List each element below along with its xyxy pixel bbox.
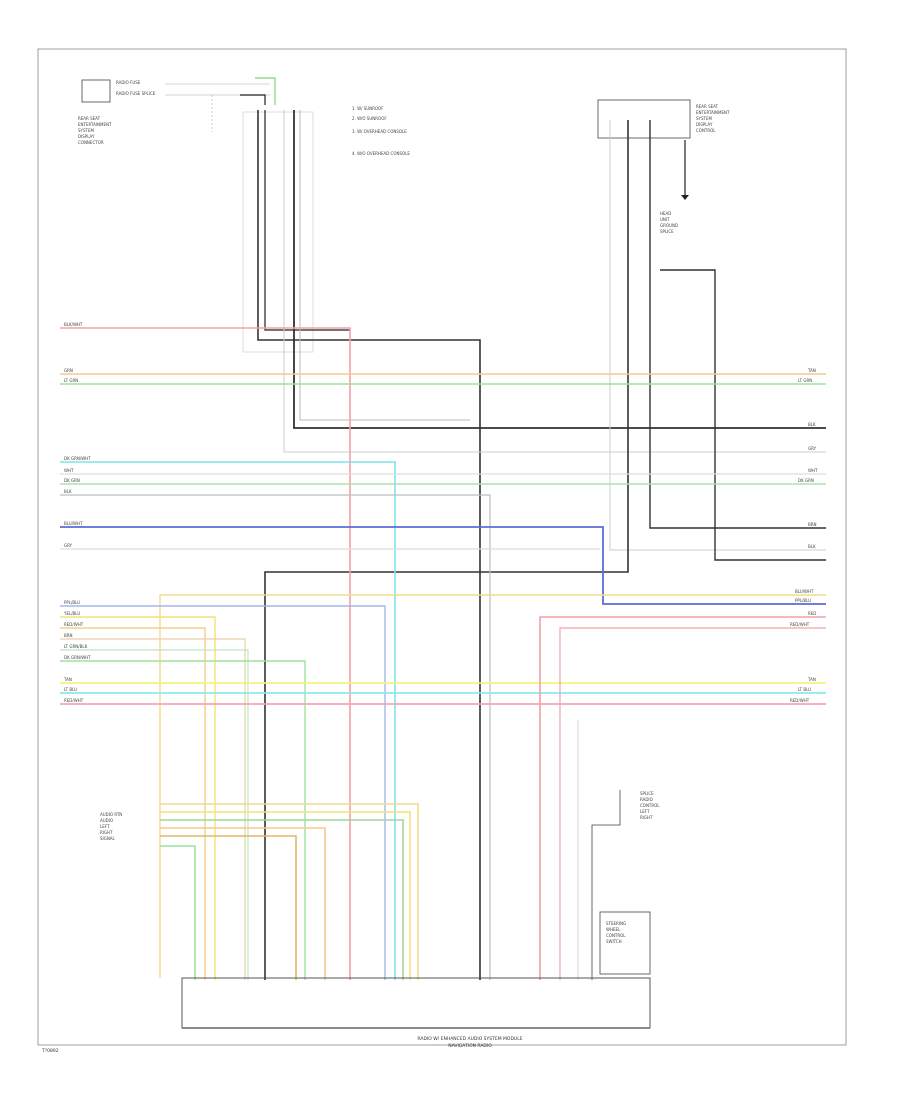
wire-label: RED/WHT <box>64 698 84 703</box>
radio-fuse-label: RADIO FUSE <box>116 80 141 85</box>
block-line: DISPLAY <box>696 122 713 127</box>
stack-label: RIGHT <box>100 830 113 835</box>
module-title: RADIO W/ ENHANCED AUDIO SYSTEM MODULE <box>417 1036 522 1042</box>
rear-display-control: REAR SEAT ENTERTAINMENT SYSTEM DISPLAY C… <box>264 99 826 980</box>
horizontal-wires <box>60 327 826 980</box>
block-line: SYSTEM <box>696 116 712 121</box>
module-subtitle: NAVIGATION RADIO <box>448 1043 492 1049</box>
block-line: CONTROL <box>606 933 626 938</box>
wire-label: PPL/BLU <box>64 600 80 605</box>
block-line: ENTERTAINMENT <box>78 122 112 127</box>
wire-label: LT GRN <box>64 378 78 383</box>
block-line: SYSTEM <box>78 128 94 133</box>
legend: 1. W/ SUNROOF 2. W/O SUNROOF 3. W/ OVERH… <box>352 106 410 156</box>
diagram-frame <box>37 48 847 1046</box>
wire-label: RED <box>808 611 816 616</box>
radio-fuse-splice-label: RADIO FUSE SPLICE <box>116 91 156 96</box>
wire-label: LT GRN/BLK <box>64 644 88 649</box>
ground-label: GROUND <box>660 223 678 228</box>
wire-label: BLU/WHT <box>64 521 83 526</box>
wire-label: LT GRN <box>798 378 812 383</box>
rear-display-connector: RADIO FUSE RADIO FUSE SPLICE REAR SEAT E… <box>78 77 276 145</box>
wire-label: RED/WHT <box>790 698 810 703</box>
wire-label: BLK/WHT <box>64 322 83 327</box>
stack-label: LEFT <box>100 824 110 829</box>
side-label: RIGHT <box>640 815 653 820</box>
wire-label: BLK <box>808 422 816 427</box>
wire-label: TAN <box>63 677 72 682</box>
wire-label: LT BLU <box>64 687 77 692</box>
wire-label: WHT <box>64 468 74 473</box>
wire-label: BRN <box>64 633 73 638</box>
steering-wheel-control: STEERING WHEEL CONTROL SWITCH SPLICE RAD… <box>577 720 660 980</box>
block-line: REAR SEAT <box>696 104 719 109</box>
wire-label: DK GRN <box>798 478 814 483</box>
right-labels: TAN LT GRN BLK GRY WHT DK GRN BRN BLK BL… <box>790 368 818 703</box>
ground-label: HEAD <box>660 211 671 216</box>
legend-item: 4. W/O OVERHEAD CONSOLE <box>352 151 410 156</box>
side-label: CONTROL <box>640 803 660 808</box>
wire-label: GRY <box>808 446 817 451</box>
block-line: WHEEL <box>606 927 621 932</box>
wire-label: TAN <box>807 368 816 373</box>
side-label: RADIO <box>640 797 653 802</box>
block-line: REAR SEAT <box>78 116 101 121</box>
ground-label: SPLICE <box>660 229 674 234</box>
wire-label: BLK <box>64 489 72 494</box>
legend-item: 2. W/O SUNROOF <box>352 116 387 121</box>
wire-label: DK GRN/WHT <box>64 655 91 660</box>
side-label: LEFT <box>640 809 650 814</box>
block-line: DISPLAY <box>78 134 95 139</box>
wire-label: GRN <box>64 368 73 373</box>
stack-label: SIGNAL <box>100 836 116 841</box>
wire-label: TAN <box>807 677 816 682</box>
side-label: SPLICE <box>640 791 654 796</box>
block-line: CONNECTOR <box>78 140 104 145</box>
wire-label: LT BLU <box>798 687 811 692</box>
upper-harness <box>242 110 826 980</box>
wire-label: DK GRN <box>64 478 80 483</box>
left-labels: BLK/WHT GRN LT GRN DK GRN/WHT WHT DK GRN… <box>63 322 91 703</box>
block-line: ENTERTAINMENT <box>696 110 730 115</box>
wire-label: BLK <box>808 544 816 549</box>
radio-module: RADIO W/ ENHANCED AUDIO SYSTEM MODULE NA… <box>181 977 651 1049</box>
wire-label: RED/WHT <box>790 622 810 627</box>
wire-label: WHT <box>808 468 818 473</box>
wire-label: PPL/BLU <box>795 598 811 603</box>
wire-label: DK GRN/WHT <box>64 456 91 461</box>
ground-label: UNIT <box>660 217 670 222</box>
bottom-left-bundle: AUDIO RTN AUDIO LEFT RIGHT SIGNAL <box>100 803 419 980</box>
wire-label: BRN <box>808 522 817 527</box>
stack-label: AUDIO RTN <box>100 812 122 817</box>
wire-label: GRY <box>64 543 73 548</box>
wire-label: RED/WHT <box>64 622 84 627</box>
wire-label: BLU/WHT <box>795 589 814 594</box>
page-code: T?0892 <box>41 1048 59 1054</box>
legend-item: 1. W/ SUNROOF <box>352 106 384 111</box>
block-line: STEERING <box>606 921 626 926</box>
block-line: CONTROL <box>696 128 716 133</box>
stack-label: AUDIO <box>100 818 113 823</box>
wire-label: YEL/BLU <box>63 611 80 616</box>
block-line: SWITCH <box>606 939 622 944</box>
legend-item: 3. W/ OVERHEAD CONSOLE <box>352 129 407 134</box>
